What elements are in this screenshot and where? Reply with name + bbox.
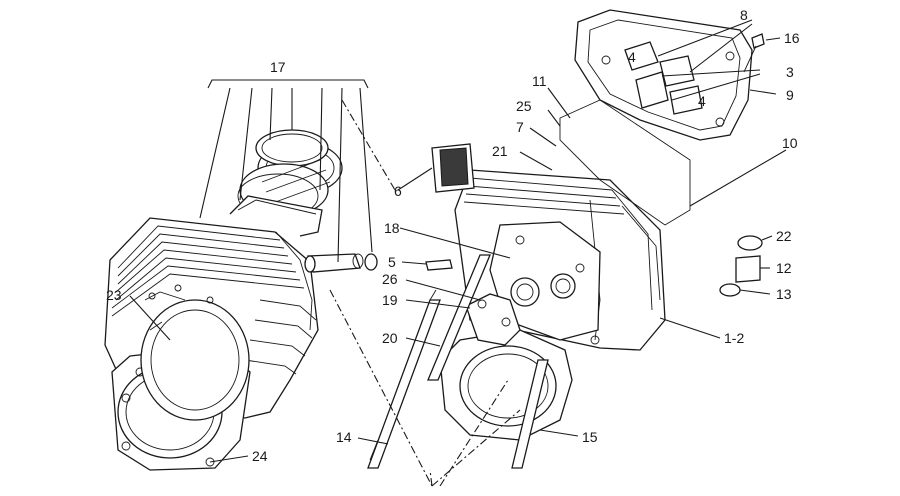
cylinder-sleeve xyxy=(229,195,323,237)
callout-4b: 4 xyxy=(698,93,706,109)
callout-22: 22 xyxy=(776,228,792,244)
leader-lines xyxy=(129,19,787,487)
small-parts-right xyxy=(719,235,763,297)
callout-14: 14 xyxy=(336,429,352,445)
callout-20: 20 xyxy=(382,330,398,346)
callout-3: 3 xyxy=(786,64,794,80)
callout-21: 21 xyxy=(492,143,508,159)
callout-12: 12 xyxy=(776,260,792,276)
callout-15: 15 xyxy=(582,429,598,445)
callout-1-2: 1-2 xyxy=(724,330,744,346)
stud-5 xyxy=(425,259,453,271)
rocker-shafts xyxy=(624,41,703,115)
callout-16: 16 xyxy=(784,30,800,46)
manifold-flange xyxy=(465,293,521,346)
circlip xyxy=(364,253,378,271)
valve-cage xyxy=(431,143,475,193)
callout-8: 8 xyxy=(740,7,748,23)
head-gasket xyxy=(439,329,573,441)
callout-7: 7 xyxy=(516,119,524,135)
callout-19: 19 xyxy=(382,292,398,308)
callout-5: 5 xyxy=(388,254,396,270)
callout-labels: 8 16 3 4 4 9 11 25 7 21 10 17 6 18 5 26 … xyxy=(106,7,800,464)
callout-25: 25 xyxy=(516,98,532,114)
callout-17: 17 xyxy=(270,59,286,75)
callout-6: 6 xyxy=(394,183,402,199)
callout-13: 13 xyxy=(776,286,792,302)
callout-23: 23 xyxy=(106,287,122,303)
piston-pin xyxy=(304,253,364,273)
bolt-16 xyxy=(743,33,765,73)
callout-9: 9 xyxy=(786,87,794,103)
callout-26: 26 xyxy=(382,271,398,287)
callout-10: 10 xyxy=(782,135,798,151)
callout-18: 18 xyxy=(384,220,400,236)
callout-24: 24 xyxy=(252,448,268,464)
cylinder-bore-opening xyxy=(140,284,250,421)
callout-4a: 4 xyxy=(628,49,636,65)
rocker-cover-gasket xyxy=(559,99,691,226)
callout-11: 11 xyxy=(532,73,547,89)
